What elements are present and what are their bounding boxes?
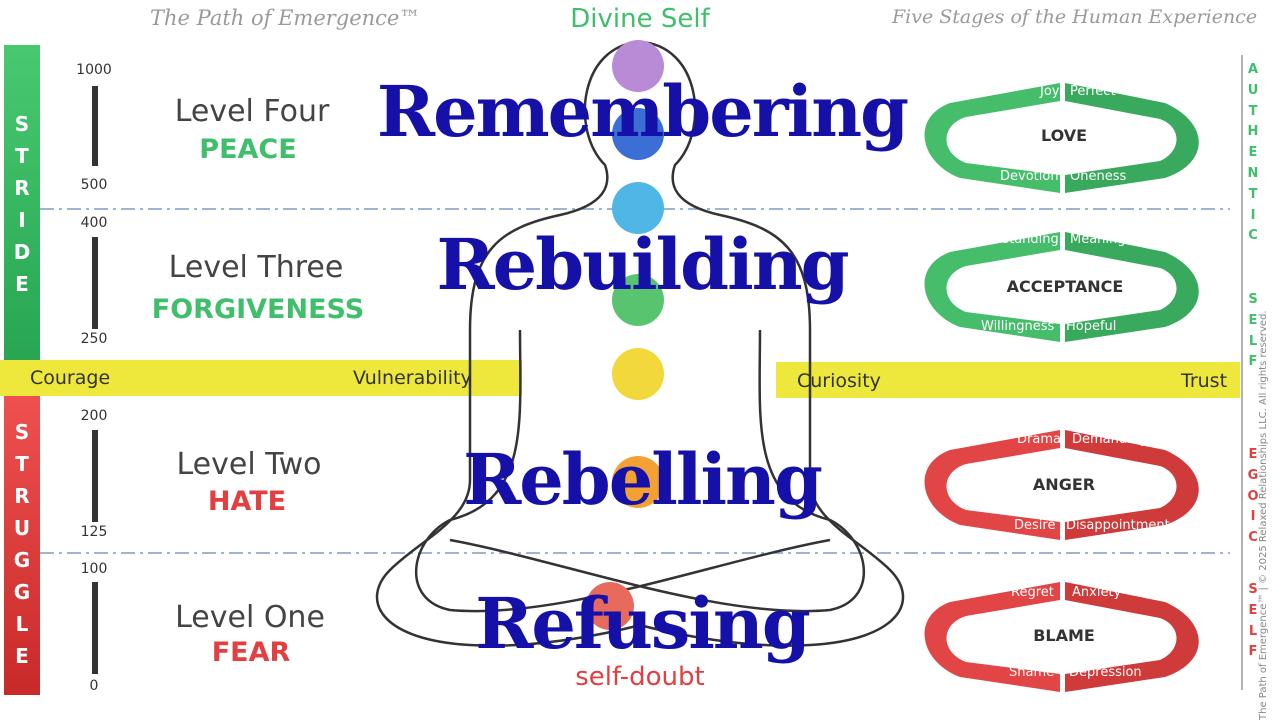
cycle-label: Oneness: [1070, 169, 1126, 184]
scale-bottom: 500: [64, 177, 124, 193]
divine-self-label: Divine Self: [540, 4, 740, 34]
stage-word: Rebelling: [252, 438, 1032, 521]
scale-bottom: 125: [64, 524, 124, 540]
cycle-label: Regret: [1011, 585, 1054, 600]
self-letter: E: [1249, 601, 1258, 622]
cycle-label: Disappointment: [1066, 518, 1170, 533]
authentic-letter: U: [1248, 81, 1259, 102]
cycle-label: Drama: [1017, 432, 1061, 447]
scale-bar: [92, 86, 98, 166]
self-letter: F: [1249, 642, 1258, 663]
self-letter: S: [1248, 580, 1257, 601]
cycle-label: Understanding: [963, 232, 1059, 247]
scale-bar: [92, 582, 98, 674]
cycle-center: BLAME: [984, 626, 1144, 645]
cycle-label: Devotion: [1000, 169, 1059, 184]
authentic-letter: T: [1249, 185, 1258, 206]
cycle-label: Willingness: [981, 319, 1054, 334]
scale-bottom: 0: [64, 678, 124, 694]
solar-plexus-chakra: [612, 348, 664, 400]
stage-word: Refusing: [252, 582, 1032, 665]
cycle-label: Demanding: [1072, 432, 1147, 447]
self-letter: S: [1248, 290, 1257, 311]
authentic-letter: E: [1249, 143, 1258, 164]
cycle-label: Anxiety: [1072, 585, 1121, 600]
egoic-letter: I: [1251, 507, 1256, 528]
scale-top: 400: [64, 215, 124, 231]
authentic-letter: I: [1251, 206, 1256, 227]
cycle-label: Depression: [1069, 665, 1142, 680]
egoic-letter: G: [1248, 466, 1259, 487]
cycle-center: ANGER: [984, 475, 1144, 494]
stage-word: Remembering: [252, 70, 1032, 153]
scale-top: 100: [64, 561, 124, 577]
self-letter: E: [1249, 311, 1258, 332]
authentic-letter: C: [1248, 226, 1258, 247]
scale-top: 1000: [64, 62, 124, 78]
authentic-letter: H: [1248, 122, 1259, 143]
scale-bottom: 250: [64, 331, 124, 347]
scale-bar: [92, 237, 98, 329]
cycle-label: Joy: [1040, 84, 1059, 99]
self-letter: L: [1249, 332, 1257, 353]
egoic-letter: E: [1249, 445, 1258, 466]
scale-top: 200: [64, 408, 124, 424]
cycle-center: ACCEPTANCE: [985, 277, 1145, 296]
egoic-letter: O: [1247, 487, 1258, 508]
cycle-label: Hopeful: [1066, 319, 1116, 334]
self-doubt-label: self-doubt: [540, 662, 740, 692]
scale-bar: [92, 430, 98, 522]
authentic-letter: A: [1248, 60, 1258, 81]
cycle-label: Shame: [1009, 665, 1054, 680]
self-letter: L: [1249, 622, 1257, 643]
cycle-label: Perfect: [1070, 84, 1116, 99]
cycle-label: Meaningful: [1070, 232, 1142, 247]
stage-word: Rebuilding: [252, 223, 1032, 306]
copyright-notice: The Path of Emergence™ | © 2025 Relaxed …: [1258, 160, 1269, 720]
authentic-letter: N: [1248, 164, 1259, 185]
cycle-label: Desire: [1014, 518, 1055, 533]
cycle-center: LOVE: [984, 126, 1144, 145]
self-letter: F: [1249, 352, 1258, 373]
authentic-letter: T: [1249, 102, 1258, 123]
egoic-letter: C: [1248, 528, 1258, 549]
